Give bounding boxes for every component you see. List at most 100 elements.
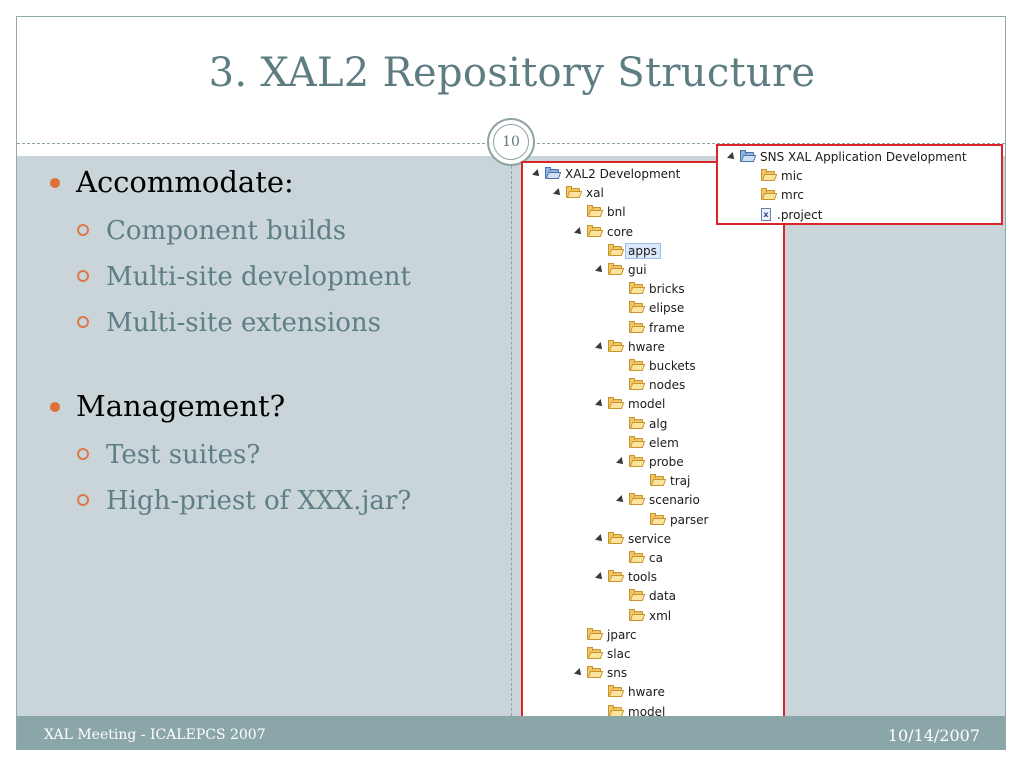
sub-bullet-item: Test suites?	[44, 432, 504, 478]
expand-triangle-icon[interactable]	[595, 533, 605, 544]
folder-icon	[566, 186, 583, 199]
sub-bullet-item: Multi-site extensions	[44, 300, 504, 346]
folder-icon	[629, 378, 646, 391]
folder-icon	[608, 263, 625, 275]
tree-node[interactable]: alg	[629, 415, 667, 433]
bullet-item: Management?	[44, 386, 504, 426]
folder-icon	[761, 188, 778, 201]
folder-icon	[629, 359, 646, 371]
tree-node[interactable]: model	[595, 395, 665, 413]
tree-node[interactable]: xal	[553, 184, 604, 202]
tree-node[interactable]: data	[629, 587, 676, 605]
tree-node-label: hware	[628, 339, 665, 354]
folder-icon	[608, 339, 625, 352]
tree-node-label: sns	[607, 666, 628, 681]
expand-triangle-icon[interactable]	[616, 457, 626, 467]
tree-node-label: mic	[781, 169, 803, 184]
tree-node-label: alg	[649, 416, 668, 431]
tree-node-label: gui	[628, 263, 647, 277]
tree-node-label: parser	[670, 512, 709, 527]
folder-icon	[629, 589, 646, 602]
footer-bar	[17, 716, 1005, 750]
expand-triangle-icon[interactable]	[595, 341, 605, 352]
folder-icon	[587, 224, 604, 237]
sub-bullet-item: Component builds	[44, 208, 504, 254]
folder-icon	[629, 416, 646, 429]
tree-node[interactable]: tools	[595, 568, 657, 586]
sub-bullet-item: High-priest of XXX.jar?	[44, 478, 504, 524]
tree-node[interactable]: mrc	[761, 186, 804, 204]
folder-icon	[608, 570, 625, 583]
expand-triangle-icon[interactable]	[595, 399, 605, 410]
tree-node[interactable]: parser	[650, 511, 708, 529]
tree-node-label: mrc	[781, 188, 804, 203]
ring-bullet-icon	[77, 316, 89, 328]
folder-icon	[629, 435, 646, 448]
tree-node[interactable]: apps	[608, 242, 661, 260]
tree-node[interactable]: service	[595, 530, 671, 548]
tree-node-label: scenario	[649, 493, 700, 508]
tree-node-label: SNS XAL Application Development	[760, 150, 967, 164]
tree-node[interactable]: slac	[587, 645, 631, 663]
tree-node[interactable]: ca	[629, 549, 663, 567]
tree-node-label: xml	[649, 608, 672, 623]
tree-node-label: elem	[649, 435, 679, 450]
tree-node[interactable]: core	[574, 223, 633, 241]
folder-icon	[587, 205, 604, 218]
folder-icon	[650, 474, 667, 487]
tree-node[interactable]: elem	[629, 434, 679, 452]
tree-node-label: nodes	[649, 378, 686, 393]
folder-icon	[629, 608, 646, 621]
tree-node-label: ca	[649, 551, 663, 565]
bullet-dot-icon	[50, 178, 60, 188]
tree-node-label: apps	[625, 242, 661, 259]
tree-node-label: XAL2 Development	[565, 167, 681, 181]
folder-icon	[608, 243, 625, 256]
footer-event: XAL Meeting - ICALEPCS 2007	[44, 727, 266, 743]
tree-node[interactable]: xml	[629, 607, 671, 625]
tree-node[interactable]: elipse	[629, 299, 684, 317]
tree-node-label: probe	[649, 455, 684, 469]
tree-node[interactable]: jparc	[587, 626, 637, 644]
tree-node-label: buckets	[649, 359, 696, 373]
expand-triangle-icon[interactable]	[532, 169, 542, 179]
tree-node[interactable]: x.project	[761, 206, 822, 224]
slide-title: 3. XAL2 Repository Structure	[208, 50, 816, 96]
tree-node[interactable]: probe	[616, 453, 684, 471]
expand-triangle-icon[interactable]	[727, 152, 737, 162]
ring-bullet-icon	[77, 270, 89, 282]
tree-node[interactable]: scenario	[616, 491, 700, 509]
tree-node[interactable]: SNS XAL Application Development	[727, 148, 967, 166]
expand-triangle-icon[interactable]	[595, 572, 605, 583]
tree-node[interactable]: traj	[650, 472, 690, 490]
folder-icon	[629, 320, 646, 333]
folder-icon	[608, 397, 625, 410]
tree-node[interactable]: bricks	[629, 280, 685, 298]
folder-icon	[629, 493, 646, 506]
tree-node-label: slac	[607, 647, 631, 661]
expand-triangle-icon[interactable]	[553, 188, 563, 199]
tree-node[interactable]: nodes	[629, 376, 685, 394]
tree-node[interactable]: gui	[595, 261, 647, 279]
tree-node[interactable]: XAL2 Development	[532, 165, 681, 183]
sns-project-tree: SNS XAL Application Development mic mrc x.p…	[716, 144, 1003, 225]
tree-node[interactable]: sns	[574, 664, 628, 682]
folder-icon	[587, 647, 604, 659]
expand-triangle-icon[interactable]	[616, 495, 626, 506]
folder-icon	[629, 282, 646, 295]
tree-node[interactable]: hware	[608, 683, 665, 701]
tree-node[interactable]: buckets	[629, 357, 696, 375]
folder-icon	[629, 301, 646, 314]
expand-triangle-icon[interactable]	[574, 668, 584, 679]
project-folder-icon	[545, 167, 562, 179]
tree-node[interactable]: frame	[629, 319, 685, 337]
expand-triangle-icon[interactable]	[574, 226, 584, 237]
expand-triangle-icon[interactable]	[595, 265, 605, 275]
folder-icon	[608, 704, 625, 717]
tree-node-label: core	[607, 224, 633, 239]
tree-node[interactable]: mic	[761, 167, 803, 185]
tree-node-label: bnl	[607, 205, 626, 220]
tree-node[interactable]: hware	[595, 338, 665, 356]
tree-node[interactable]: bnl	[587, 203, 626, 221]
